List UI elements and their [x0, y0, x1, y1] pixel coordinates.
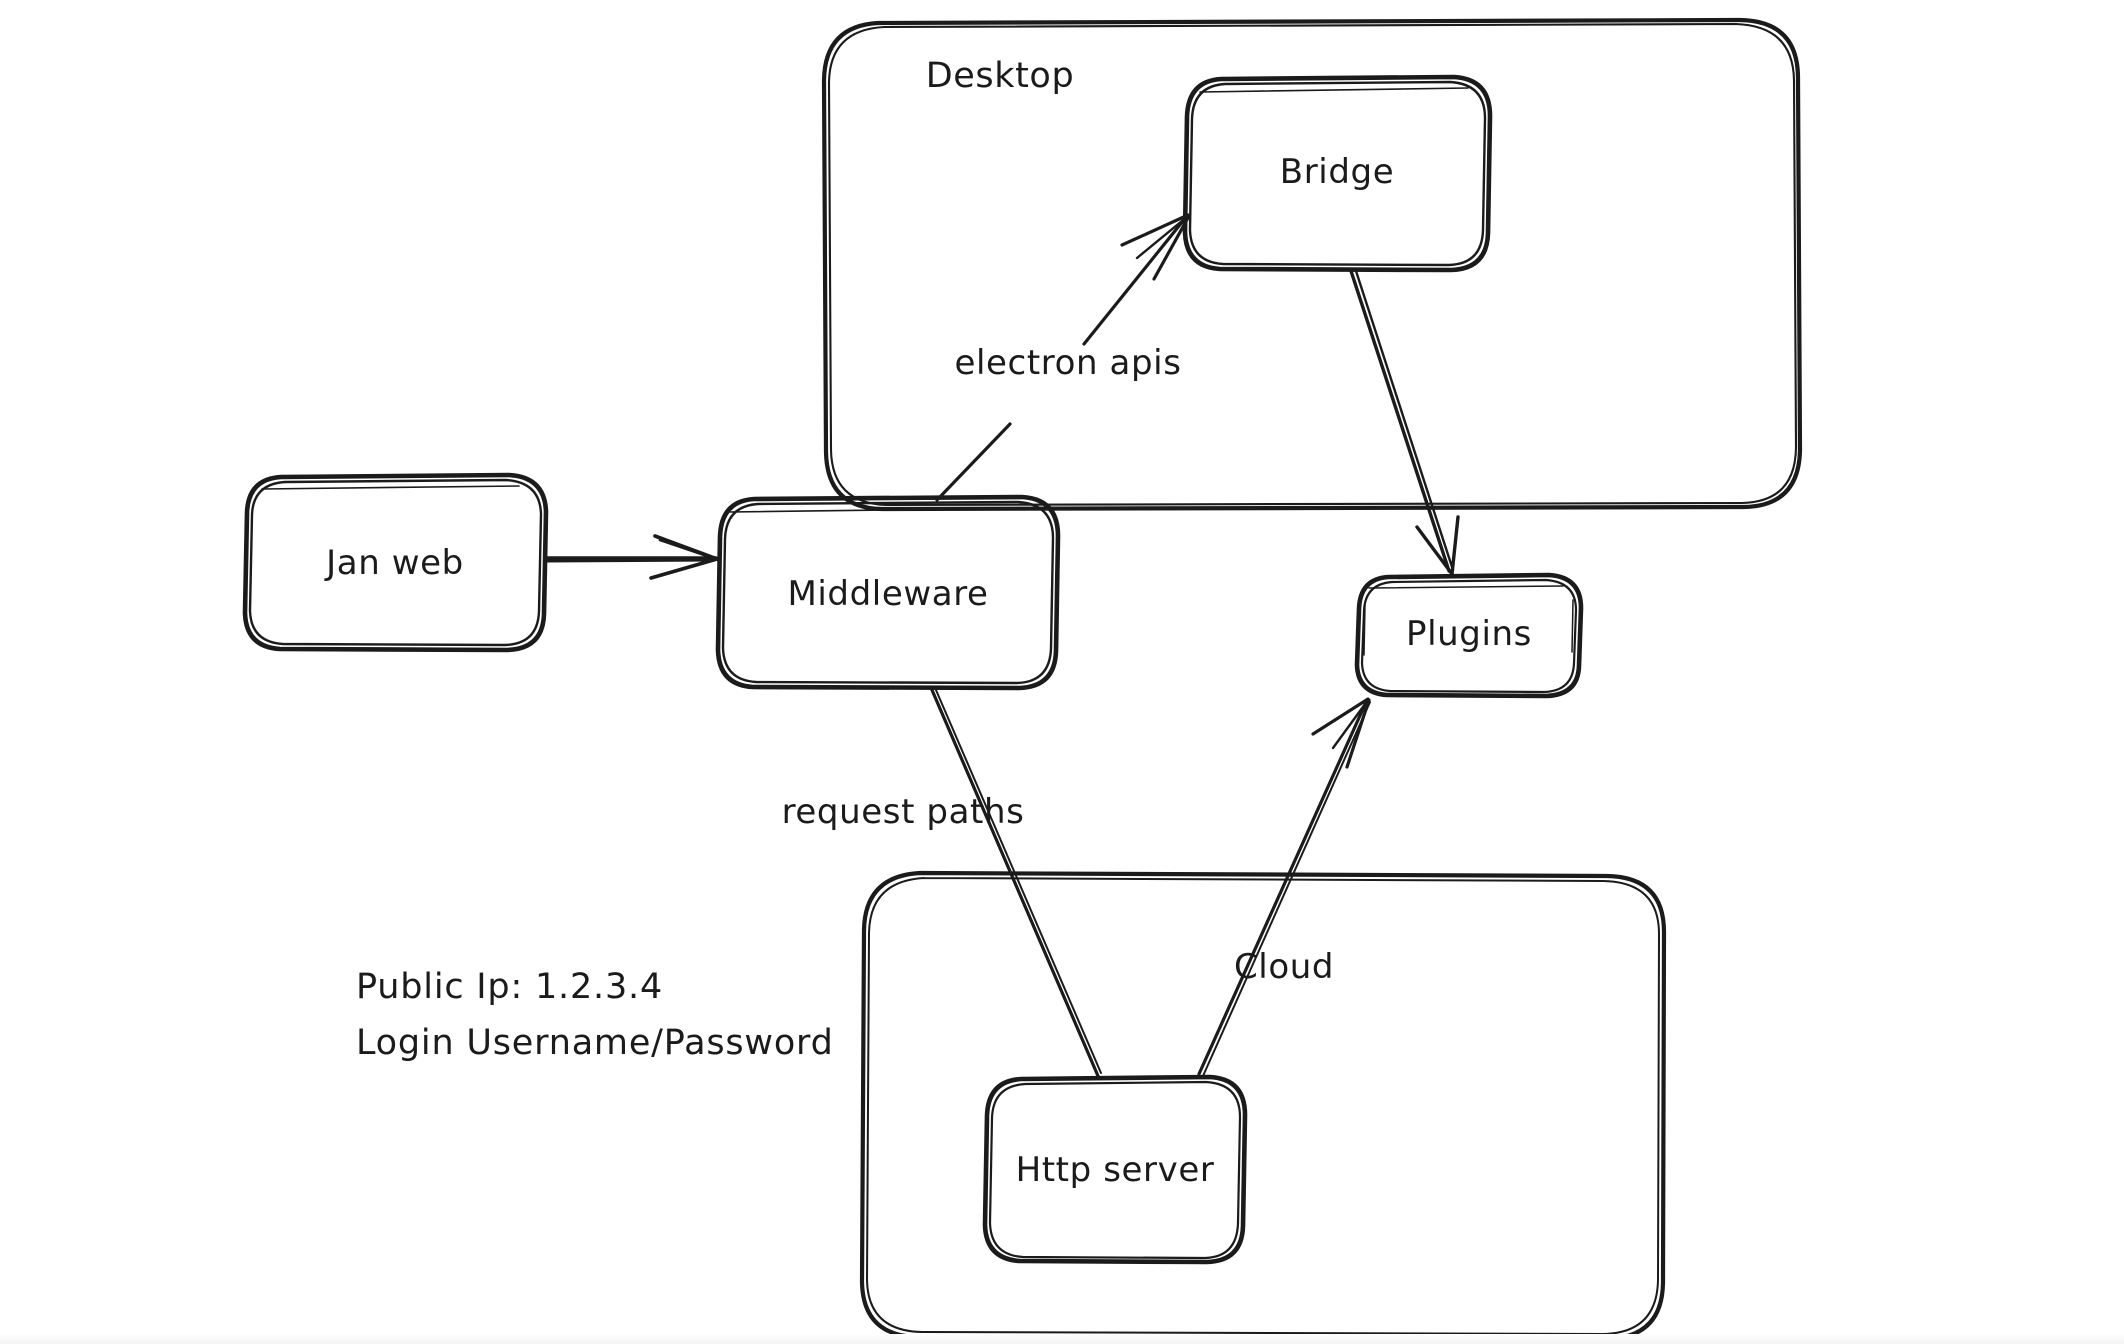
node-jan-web-outline — [242, 472, 549, 653]
node-bridge-outline — [1182, 74, 1493, 273]
group-desktop-outline — [821, 17, 1803, 512]
group-label-desktop: Desktop — [925, 56, 1075, 96]
note-public-ip: Public Ip: 1.2.3.4 — [356, 967, 664, 1007]
edge-middleware-to-bridge — [935, 213, 1191, 502]
node-label-middleware[interactable]: Middleware — [787, 574, 989, 614]
node-middleware-outline — [715, 494, 1061, 691]
node-http-server-outline — [982, 1074, 1248, 1265]
node-label-http-server[interactable]: Http server — [1015, 1150, 1215, 1190]
edge-jan-web-to-middleware — [544, 534, 719, 580]
node-label-bridge[interactable]: Bridge — [1279, 152, 1395, 192]
note-login-clip: Login Username/Password — [356, 1023, 864, 1075]
node-label-jan-web[interactable]: Jan web — [326, 543, 464, 583]
edge-bridge-to-plugins — [1349, 269, 1460, 576]
note-login: Login Username/Password — [356, 1023, 834, 1063]
edge-label-electron-apis: electron apis — [954, 343, 1182, 383]
node-plugins-outline — [1354, 572, 1584, 699]
edge-label-request-paths: request paths — [781, 792, 1025, 832]
edge-http-server-to-plugins — [1197, 697, 1371, 1077]
canvas-bottom-edge — [0, 1334, 2124, 1344]
node-label-plugins[interactable]: Plugins — [1406, 614, 1532, 654]
edge-http-server-to-middleware — [930, 688, 1102, 1078]
edge-label-cloud: Cloud — [1233, 947, 1335, 987]
